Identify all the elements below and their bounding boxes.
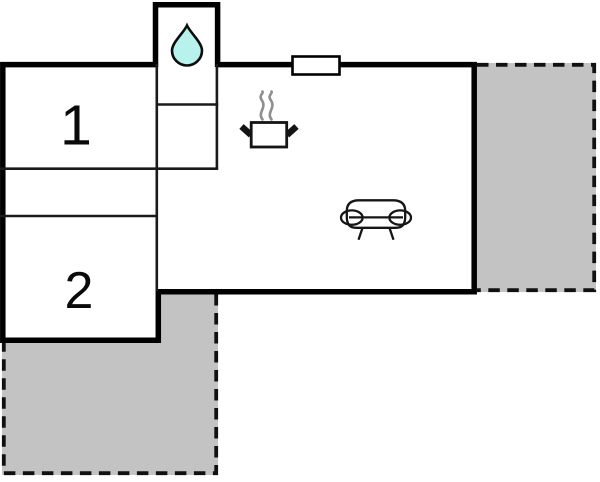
main-outline-wall (0, 61, 477, 344)
pot-body (249, 121, 289, 149)
steam-line-right (268, 90, 274, 121)
exterior-walls (0, 2, 477, 344)
sofa-armrest-right (388, 209, 413, 226)
steam-line-left (259, 90, 265, 121)
sofa-leg-left (357, 227, 364, 241)
pot-handle-left (239, 124, 254, 138)
terrace-bottom-left-area (2, 292, 218, 475)
interior-partitions (0, 64, 219, 291)
terrace-right-dashed-border (477, 62, 597, 293)
terrace-right-area (477, 63, 596, 292)
terrace-bottom-left (1, 292, 219, 476)
room-2-label: 2 (65, 262, 94, 320)
steaming-pot-icon (239, 90, 299, 149)
water-drop-shape (170, 22, 204, 67)
sofa-armrest-left (339, 209, 364, 226)
sofa-leg-right (388, 227, 395, 241)
sofa-icon (339, 199, 413, 241)
water-drop-icon (170, 22, 204, 67)
bathroom-wall (152, 2, 221, 67)
terrace-right (477, 62, 597, 293)
pot-handle-right (284, 124, 299, 138)
sofa-body (345, 199, 407, 229)
room-1-label: 1 (60, 94, 92, 158)
terrace-bottom-left-dashed-border (1, 294, 219, 476)
window-marker (291, 55, 341, 76)
